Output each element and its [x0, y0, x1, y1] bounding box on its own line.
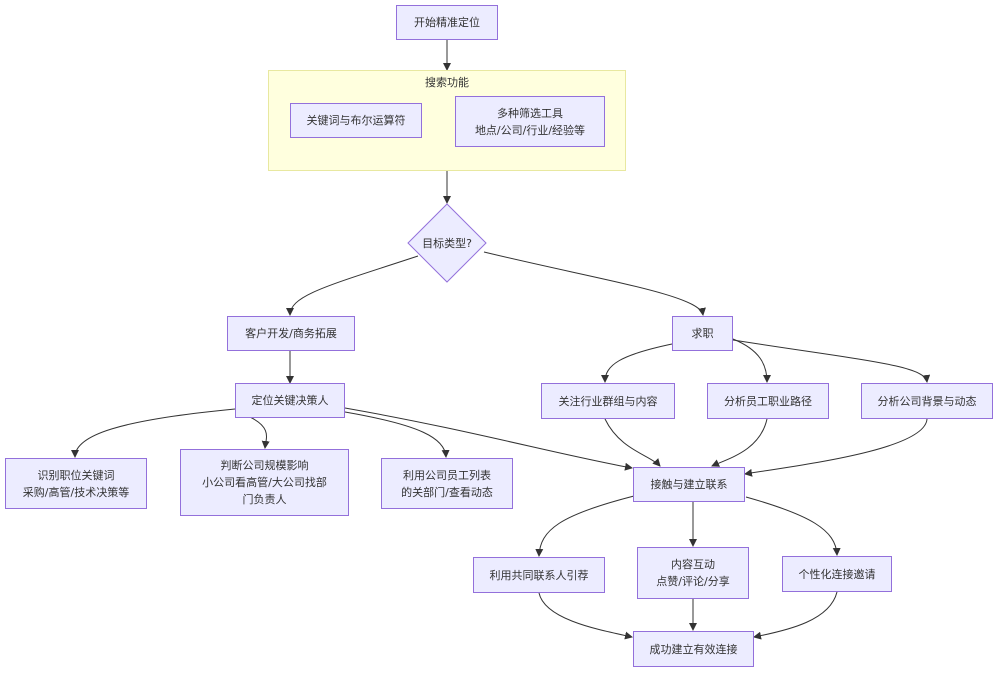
- decision-diamond: [407, 203, 487, 283]
- node-label: 接触与建立联系: [650, 478, 728, 491]
- edge-follow-connect: [604, 418, 661, 467]
- node-label: 分析员工职业路径: [724, 394, 812, 408]
- node-job-seeking[interactable]: 求职: [672, 316, 733, 351]
- edge-company-connect: [744, 418, 928, 477]
- node-label: 判断公司规模影响: [220, 459, 309, 472]
- node-success[interactable]: 成功建立有效连接: [633, 631, 754, 667]
- edge-locate-identify: [71, 408, 236, 458]
- node-label: 地点/公司/行业/经验等: [474, 123, 586, 137]
- node-label: 求职: [691, 327, 714, 340]
- node-label: 识别职位关键词: [37, 468, 115, 482]
- node-label: 门负责人: [242, 493, 287, 506]
- node-client-development[interactable]: 客户开发/商务拓展: [227, 316, 355, 351]
- node-label: 关注行业群组与内容: [558, 394, 658, 408]
- node-locate-decision-maker[interactable]: 定位关键决策人: [235, 383, 345, 418]
- node-label: 采购/高管/技术决策等: [22, 485, 130, 499]
- edge-recruit-follow: [601, 343, 673, 383]
- edge-locate-judge: [249, 416, 270, 449]
- edge-connect-mutual: [535, 495, 635, 557]
- node-filter-tools[interactable]: 多种筛选工具 地点/公司/行业/经验等: [455, 96, 605, 147]
- node-label: 客户开发/商务拓展: [245, 327, 337, 340]
- node-keyword-boolean[interactable]: 关键词与布尔运算符: [290, 103, 422, 138]
- edge-recruit-company: [732, 339, 931, 383]
- node-label: 小公司看高管/大公司找部: [202, 476, 327, 489]
- node-start[interactable]: 开始精准定位: [396, 5, 498, 40]
- edge-locate-connect: [344, 407, 633, 471]
- node-follow-groups[interactable]: 关注行业群组与内容: [541, 383, 675, 419]
- node-label: 开始精准定位: [414, 16, 480, 29]
- node-label: 关键词与布尔运算符: [306, 114, 406, 127]
- node-employee-list[interactable]: 利用公司员工列表 的关部门/查看动态: [381, 458, 513, 509]
- node-label: 的关部门/查看动态: [401, 485, 493, 499]
- node-label: 利用共同联系人引荐: [489, 568, 589, 582]
- node-analyze-company[interactable]: 分析公司背景与动态: [861, 383, 993, 419]
- cluster-title: 搜索功能: [425, 76, 469, 89]
- node-identify-keywords[interactable]: 识别职位关键词 采购/高管/技术决策等: [5, 458, 147, 509]
- node-contact-connect[interactable]: 接触与建立联系: [633, 467, 745, 502]
- node-label: 成功建立有效连接: [649, 642, 738, 656]
- node-label: 分析公司背景与动态: [877, 394, 977, 408]
- edge-invite-success: [753, 591, 838, 640]
- node-mutual-referral[interactable]: 利用共同联系人引荐: [473, 557, 605, 593]
- node-judge-company-size[interactable]: 判断公司规模影响 小公司看高管/大公司找部 门负责人: [180, 449, 349, 516]
- node-personalized-invite[interactable]: 个性化连接邀请: [782, 556, 892, 592]
- edge-locate-uselist: [344, 411, 450, 458]
- node-label: 点赞/评论/分享: [656, 575, 730, 588]
- edge-connect-invite: [745, 496, 841, 556]
- edge-recruit-path: [732, 338, 771, 383]
- node-content-interaction[interactable]: 内容互动 点赞/评论/分享: [637, 547, 749, 599]
- node-label: 内容互动: [671, 558, 715, 571]
- edge-decision-recruit: [483, 251, 706, 316]
- node-label: 定位关键决策人: [251, 394, 329, 407]
- edge-decision-client: [286, 255, 419, 316]
- node-label: 利用公司员工列表: [403, 468, 491, 482]
- edge-path-connect: [711, 418, 768, 467]
- node-analyze-career-path[interactable]: 分析员工职业路径: [707, 383, 829, 419]
- node-label: 多种筛选工具: [497, 106, 563, 120]
- node-label: 个性化连接邀请: [798, 567, 876, 581]
- edge-mutual-success: [538, 592, 633, 640]
- decision-label: 目标类型?: [422, 237, 472, 250]
